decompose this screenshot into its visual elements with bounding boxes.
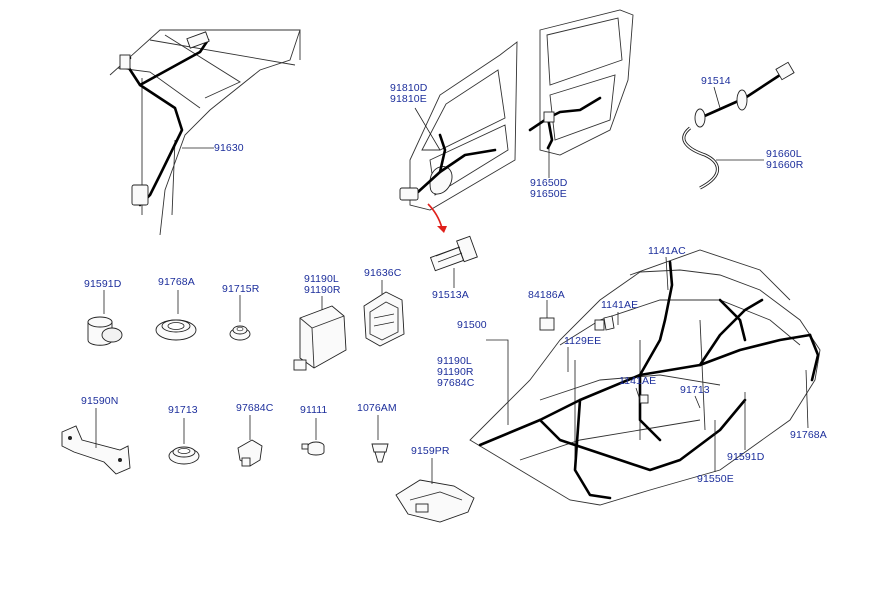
label-91591d-b: 91591D [727, 451, 765, 463]
grommet-91715r [229, 325, 251, 341]
arrow-head [437, 226, 447, 233]
label-91713-b: 91713 [168, 404, 198, 416]
label-97684c: 97684C [236, 402, 274, 414]
label-91636c: 91636C [364, 267, 402, 279]
label-91190l-a: 91190L [304, 273, 339, 285]
label-9159pr: 9159PR [411, 445, 450, 457]
leader-91713-a [694, 395, 701, 409]
label-91630: 91630 [214, 142, 244, 154]
label-97684c-b: 97684C [437, 377, 475, 389]
label-91810e: 91810E [390, 93, 427, 105]
protector-91190 [293, 305, 347, 371]
label-91810d: 91810D [390, 82, 428, 94]
grommet-91713 [168, 446, 200, 465]
leader-91514 [713, 86, 721, 109]
label-91190l-b: 91190L [437, 355, 472, 367]
label-91768a-a: 91768A [158, 276, 195, 288]
label-1076am: 1076AM [357, 402, 397, 414]
label-91500: 91500 [457, 319, 487, 331]
leader-1141ae-b [635, 387, 641, 401]
label-91650e: 91650E [530, 188, 567, 200]
label-91590n: 91590N [81, 395, 119, 407]
grommet-hose-illustration [682, 61, 795, 190]
plug-84186a [539, 317, 555, 331]
label-91660r: 91660R [766, 159, 804, 171]
label-91190r-a: 91190R [304, 284, 341, 296]
leader-1141ac [665, 256, 669, 291]
bracket-91636c [363, 291, 405, 347]
protector-9159pr [395, 479, 475, 523]
cap-91591d [87, 316, 123, 346]
label-1141ac: 1141AC [648, 245, 686, 257]
clip-1141ae [603, 315, 615, 331]
rear-door-illustration [528, 9, 634, 156]
label-91513a: 91513A [432, 289, 469, 301]
clip-1076am [371, 443, 389, 463]
label-91650d: 91650D [530, 177, 568, 189]
label-1141ae-b: 1141AE [619, 375, 657, 387]
clip-97684c [237, 439, 263, 467]
label-1129ee: 1129EE [564, 335, 602, 347]
label-91768a-b: 91768A [790, 429, 827, 441]
connector-91513a-illustration [429, 235, 478, 272]
front-door-illustration [399, 41, 518, 211]
label-91111: 91111 [300, 404, 328, 416]
leader-91810 [414, 107, 441, 151]
label-84186a: 84186A [528, 289, 565, 301]
label-91660l: 91660L [766, 148, 802, 160]
label-91190r-b: 91190R [437, 366, 474, 378]
grommet-91111 [301, 441, 325, 456]
grommet-91768a [155, 319, 197, 341]
bracket-91590n [61, 425, 131, 475]
floor-harness-illustration [469, 249, 821, 506]
label-91550e: 91550E [697, 473, 734, 485]
label-91713-a: 91713 [680, 384, 710, 396]
leader-91500 [486, 339, 509, 425]
arrow-red-pointer [427, 203, 443, 229]
label-91715r: 91715R [222, 283, 260, 295]
label-91514: 91514 [701, 75, 731, 87]
label-91591d-a: 91591D [84, 278, 122, 290]
leader-91768a-b [805, 369, 809, 429]
label-1141ae-a: 1141AE [601, 299, 639, 311]
roof-harness-illustration [109, 29, 301, 236]
